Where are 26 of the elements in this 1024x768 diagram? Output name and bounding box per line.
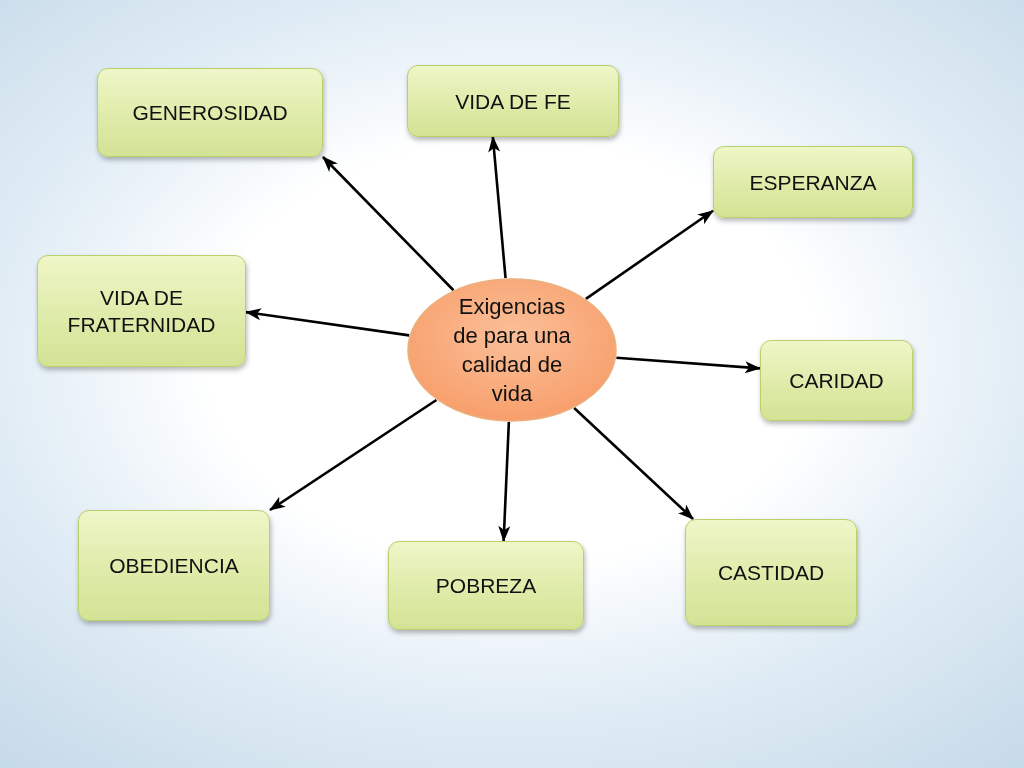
ellipse-label: Exigencias de para una calidad de vida	[452, 293, 572, 408]
box-label: ESPERANZA	[749, 169, 877, 196]
box-label: VIDA DE FE	[455, 88, 571, 115]
arrow	[322, 156, 455, 292]
box-label: GENEROSIDAD	[132, 100, 288, 126]
concept-box	[37, 255, 246, 367]
box-label: VIDA DE FRATERNIDAD	[66, 285, 217, 338]
concept-box	[713, 146, 913, 218]
central-ellipse	[407, 278, 617, 422]
concept-box	[407, 65, 619, 137]
box-label: CARIDAD	[789, 368, 884, 394]
box-label: CASTIDAD	[717, 560, 825, 586]
concept-box	[97, 68, 323, 157]
concept-box	[760, 340, 913, 421]
concept-box	[685, 519, 857, 626]
arrow	[269, 398, 438, 512]
box-label: OBEDIENCIA	[109, 553, 239, 579]
arrow	[585, 209, 714, 300]
arrow	[573, 407, 694, 520]
arrow	[498, 421, 511, 542]
box-label: POBREZA	[435, 573, 537, 599]
concept-box	[388, 541, 584, 630]
arrow	[245, 308, 410, 337]
concept-box	[78, 510, 270, 621]
arrow	[488, 136, 507, 279]
arrow	[616, 356, 761, 374]
